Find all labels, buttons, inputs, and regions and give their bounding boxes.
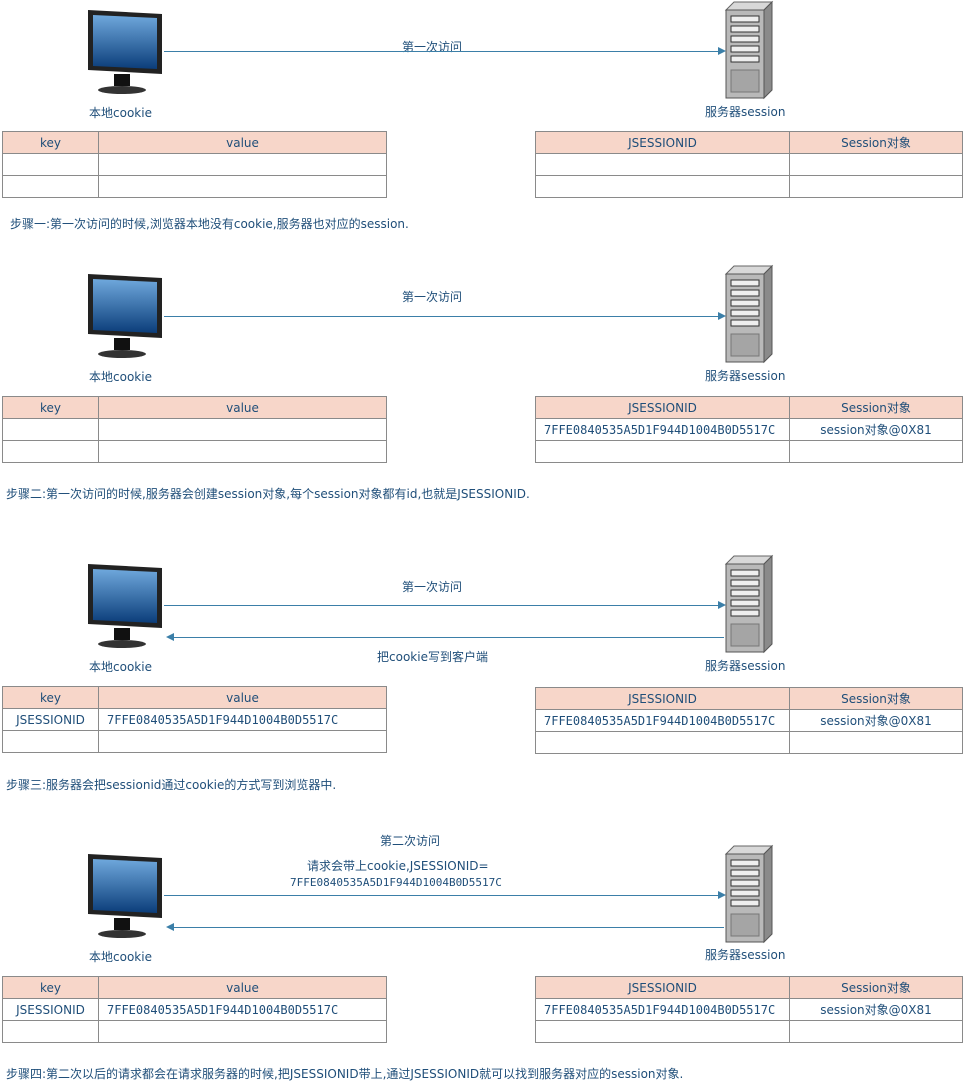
session-header-object: Session对象 <box>789 131 963 154</box>
cookie-header-value: value <box>98 396 387 419</box>
server-label: 服务器session <box>705 659 786 673</box>
cookie-cell <box>98 418 387 441</box>
cookie-cell <box>2 730 99 753</box>
cookie-cell <box>98 175 387 198</box>
request-arrowhead <box>718 47 726 55</box>
server-label: 服务器session <box>705 105 786 119</box>
server-label: 服务器session <box>705 948 786 962</box>
session-cell <box>789 731 963 754</box>
session-cell: session对象@0X81 <box>789 998 963 1021</box>
cookie-header-key: key <box>2 396 99 419</box>
cookie-cell: 7FFE0840535A5D1F944D1004B0D5517C <box>98 708 387 731</box>
monitor-icon <box>88 274 162 358</box>
return-arrowhead <box>166 923 174 931</box>
return-arrow <box>174 927 724 928</box>
cookie-cell <box>2 175 99 198</box>
session-cell: 7FFE0840535A5D1F944D1004B0D5517C <box>535 998 790 1021</box>
cookie-header-key: key <box>2 131 99 154</box>
request-arrow <box>164 605 718 606</box>
session-cell <box>535 1020 790 1043</box>
session-cell <box>789 440 963 463</box>
session-cell: session对象@0X81 <box>789 418 963 441</box>
cookie-cell <box>98 1020 387 1043</box>
client-label: 本地cookie <box>89 950 152 964</box>
session-header-id: JSESSIONID <box>535 131 790 154</box>
request-label: 第一次访问 <box>402 290 463 304</box>
request-arrow <box>164 316 718 317</box>
session-header-object: Session对象 <box>789 396 963 419</box>
cookie-cell <box>98 730 387 753</box>
cookie-header-value: value <box>98 976 387 999</box>
session-cell: 7FFE0840535A5D1F944D1004B0D5517C <box>535 709 790 732</box>
cookie-header-key: key <box>2 976 99 999</box>
request-arrowhead <box>718 312 726 320</box>
cookie-header-key: key <box>2 686 99 709</box>
cookie-cell <box>98 440 387 463</box>
step-caption: 步骤四:第二次以后的请求都会在请求服务器的时候,把JSESSIONID带上,通过… <box>6 1067 684 1081</box>
server-label: 服务器session <box>705 369 786 383</box>
session-header-object: Session对象 <box>789 976 963 999</box>
session-cell <box>789 1020 963 1043</box>
request-label: 第一次访问 <box>402 40 463 54</box>
session-header-id: JSESSIONID <box>535 396 790 419</box>
cookie-cell <box>98 153 387 176</box>
step-caption: 步骤三:服务器会把sessionid通过cookie的方式写到浏览器中. <box>6 778 337 792</box>
session-cell <box>535 153 790 176</box>
cookie-cell: JSESSIONID <box>2 708 99 731</box>
cookie-cell <box>2 440 99 463</box>
step-caption: 步骤二:第一次访问的时候,服务器会创建session对象,每个session对象… <box>6 487 530 501</box>
session-cell <box>535 731 790 754</box>
monitor-icon <box>88 854 162 938</box>
cookie-cell <box>2 1020 99 1043</box>
session-header-object: Session对象 <box>789 687 963 710</box>
request-arrow <box>164 895 718 896</box>
session-cell <box>535 175 790 198</box>
cookie-cell <box>2 418 99 441</box>
cookie-cell: JSESSIONID <box>2 998 99 1021</box>
step-caption: 步骤一:第一次访问的时候,浏览器本地没有cookie,服务器也对应的sessio… <box>10 217 409 231</box>
request-label: 第二次访问 <box>380 834 441 848</box>
server-tower-icon <box>724 554 774 654</box>
session-cell <box>789 153 963 176</box>
server-tower-icon <box>724 264 774 364</box>
request-label: 第一次访问 <box>402 580 463 594</box>
session-header-id: JSESSIONID <box>535 976 790 999</box>
request-arrowhead <box>718 601 726 609</box>
response-arrowhead <box>166 633 174 641</box>
request-detail-line-2: 7FFE0840535A5D1F944D1004B0D5517C <box>290 876 502 889</box>
client-label: 本地cookie <box>89 106 152 120</box>
request-arrowhead <box>718 891 726 899</box>
session-cell: session对象@0X81 <box>789 709 963 732</box>
cookie-header-value: value <box>98 131 387 154</box>
client-label: 本地cookie <box>89 660 152 674</box>
client-label: 本地cookie <box>89 370 152 384</box>
cookie-header-value: value <box>98 686 387 709</box>
response-label: 把cookie写到客户端 <box>377 650 488 664</box>
server-tower-icon <box>724 0 774 100</box>
server-tower-icon <box>724 844 774 944</box>
monitor-icon <box>88 10 162 94</box>
session-cell <box>535 440 790 463</box>
session-cell <box>789 175 963 198</box>
request-detail-line-1: 请求会带上cookie,JSESSIONID= <box>307 859 489 873</box>
session-header-id: JSESSIONID <box>535 687 790 710</box>
session-cell: 7FFE0840535A5D1F944D1004B0D5517C <box>535 418 790 441</box>
monitor-icon <box>88 564 162 648</box>
cookie-cell <box>2 153 99 176</box>
request-arrow <box>164 51 718 52</box>
response-arrow <box>174 637 724 638</box>
cookie-cell: 7FFE0840535A5D1F944D1004B0D5517C <box>98 998 387 1021</box>
